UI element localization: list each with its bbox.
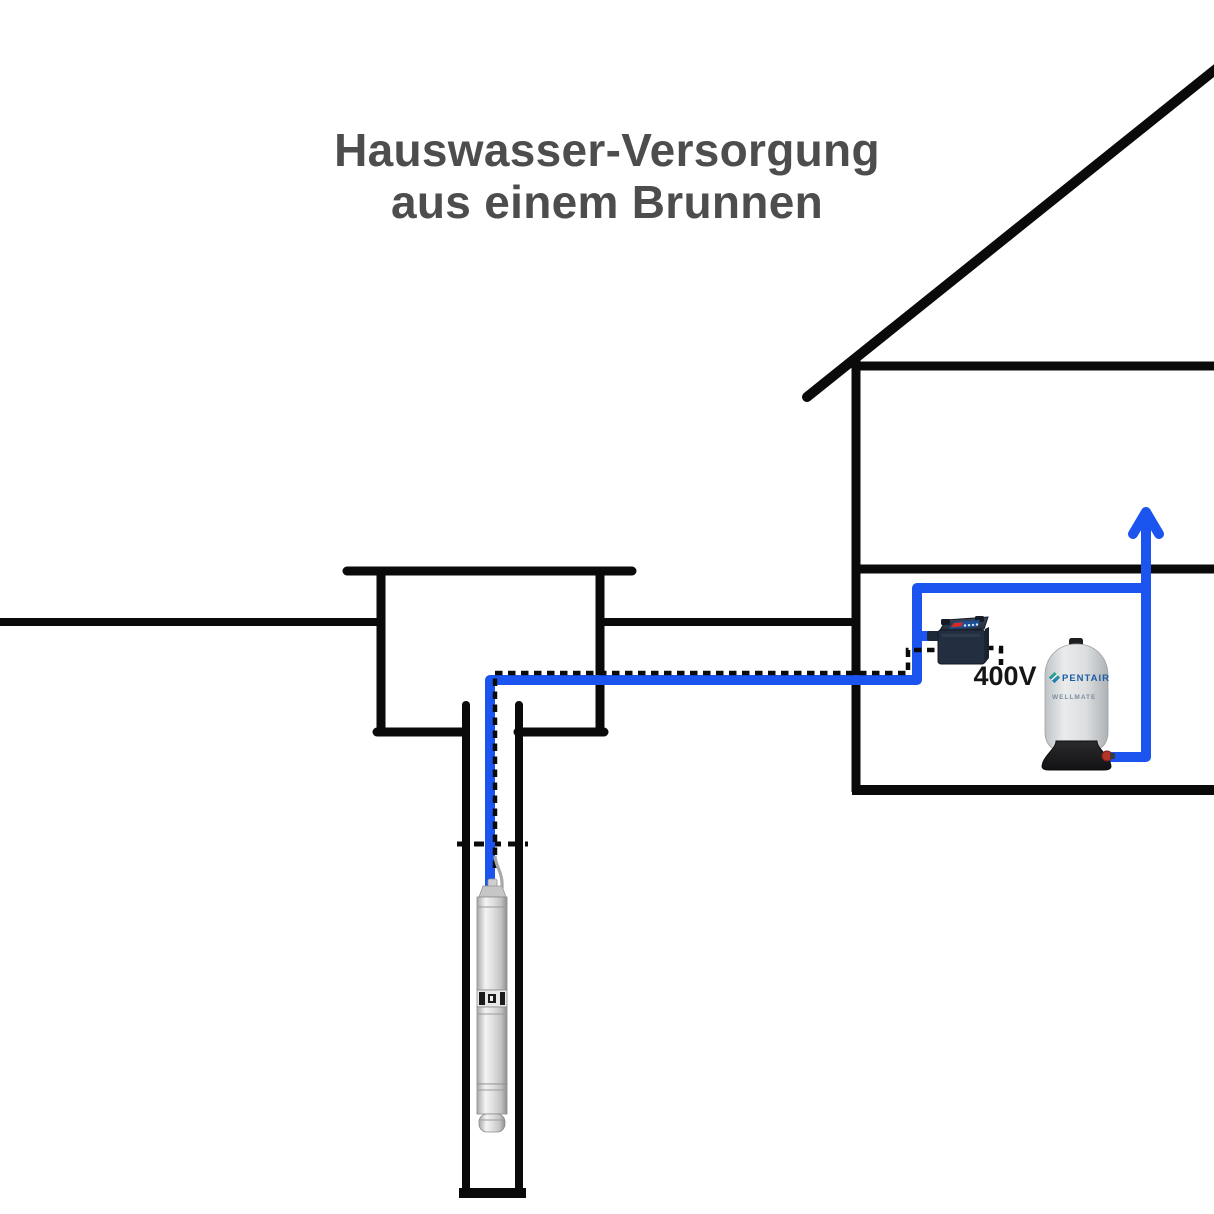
pump-cable — [493, 855, 504, 889]
title-line-2: aus einem Brunnen — [391, 176, 823, 229]
house-outline — [802, 64, 1214, 795]
tank-brand-label: PENTAIR — [1062, 673, 1110, 684]
tank-brand-logo: PENTAIR — [1048, 671, 1110, 684]
pump-head — [478, 885, 507, 898]
pump-controller-illustration — [927, 616, 989, 665]
tank-model-label: WELLMATE — [1052, 694, 1096, 701]
diagram-title: Hauswasser-Versorgung aus einem Brunnen — [0, 124, 1214, 229]
controller-red-display — [951, 622, 963, 627]
voltage-label: 400V — [973, 661, 1036, 691]
title-line-1: Hauswasser-Versorgung — [334, 124, 880, 176]
pump-lower-body — [476, 1006, 508, 1085]
main-water-pipe — [485, 583, 1151, 888]
roof-line — [802, 64, 1214, 402]
tank-body — [1044, 643, 1109, 753]
supply-power-cable — [986, 645, 1004, 665]
tank-valve-nut — [1110, 753, 1115, 759]
pump-motor-section — [476, 1083, 508, 1115]
pump-upper-body — [476, 896, 508, 991]
well-chamber — [342, 566, 637, 737]
pump-bottom-cap — [478, 1113, 506, 1133]
pump-power-cable — [492, 647, 935, 868]
pressure-tank-illustration: PENTAIR WELLMATE — [1041, 638, 1115, 771]
flow-arrow-up-icon — [1128, 507, 1164, 539]
controller-side-face — [985, 627, 989, 663]
power-cable — [492, 645, 1004, 868]
submersible-pump-illustration — [476, 855, 508, 1133]
controller-inlet-port — [927, 631, 939, 641]
